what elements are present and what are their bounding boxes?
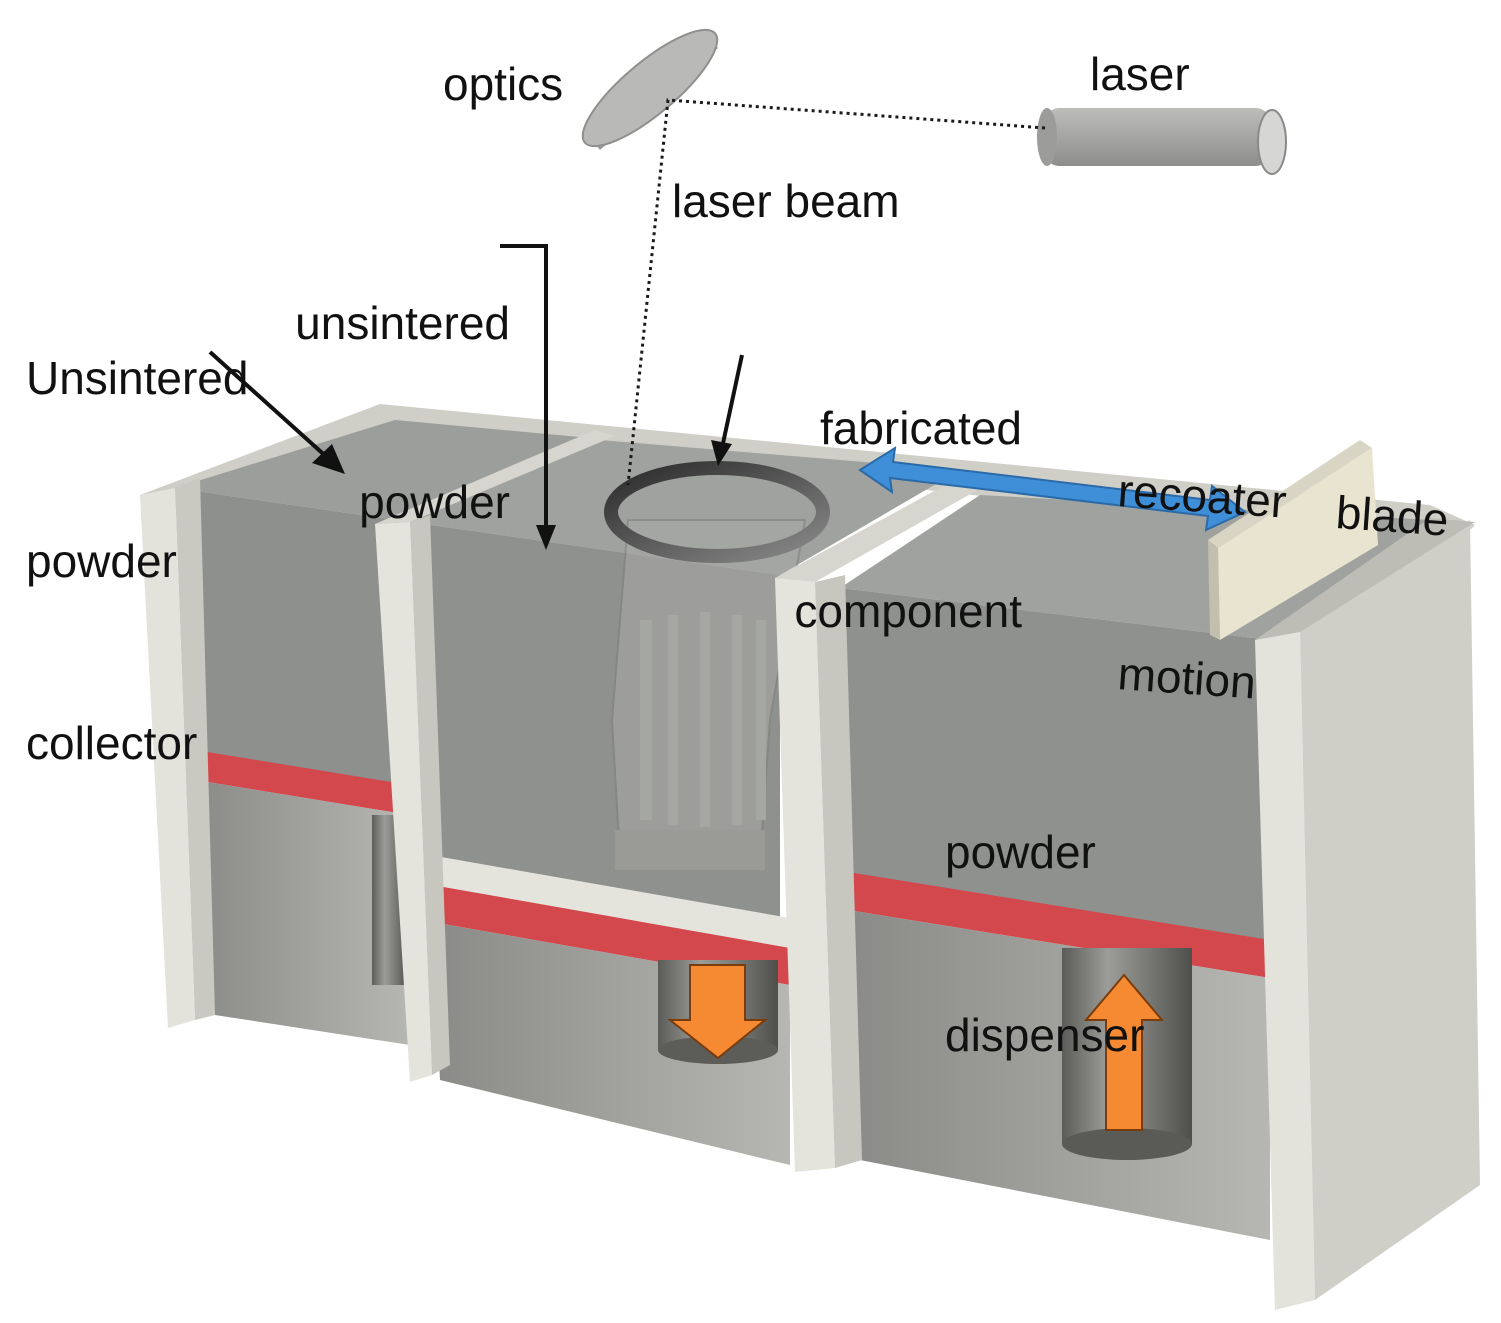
divider-wall-1-side xyxy=(410,515,450,1075)
divider-wall-2-top xyxy=(775,478,988,582)
recoater-motion-label: recoater motion xyxy=(1116,464,1289,709)
divider-wall-2-side xyxy=(815,575,862,1168)
fabricated-component-pointer-arrow xyxy=(711,354,744,466)
powder-collector-label: Unsintered powder collector xyxy=(26,352,249,769)
collector-powder-top xyxy=(175,420,590,522)
optics-label: optics xyxy=(443,58,564,110)
fabricated-component-label: fabricated component xyxy=(794,402,1022,637)
laser-beam-label: laser beam xyxy=(672,175,900,227)
powder-dispenser-label: powder dispenser xyxy=(945,826,1145,1061)
laser-beam-path xyxy=(626,98,1046,486)
divider-wall-1 xyxy=(375,522,432,1082)
right-outer-wall-side xyxy=(1300,520,1480,1300)
collector-piston-plate xyxy=(195,750,410,815)
right-outer-wall-top xyxy=(1255,518,1475,640)
build-piston-down-arrow xyxy=(667,964,768,1060)
left-outer-wall-side xyxy=(175,478,215,1020)
build-base-stripe xyxy=(430,855,790,950)
dispenser-powder-body xyxy=(840,588,1270,945)
unsintered-powder-pointer-arrow xyxy=(500,244,556,550)
blade-label: blade xyxy=(1334,486,1451,546)
laser-source xyxy=(1037,108,1287,175)
divider-wall-2 xyxy=(775,578,835,1172)
optics-mirror xyxy=(581,28,719,150)
unsintered-powder-label: unsintered powder xyxy=(295,297,510,528)
left-outer-wall xyxy=(140,488,195,1028)
collector-under-bay xyxy=(195,780,410,1045)
collector-powder-body xyxy=(175,488,410,810)
laser-label: laser xyxy=(1090,48,1190,100)
fabricated-component-ring xyxy=(604,461,830,563)
collector-pointer-arrow xyxy=(208,350,345,474)
recoater-blade xyxy=(1208,440,1378,640)
recoater-motion-double-arrow xyxy=(858,446,1247,532)
divider-wall-1-top xyxy=(375,430,615,524)
fabricated-component xyxy=(610,519,807,870)
dispenser-piston-up-arrow xyxy=(1083,973,1165,1131)
right-outer-wall-front xyxy=(1255,630,1315,1310)
